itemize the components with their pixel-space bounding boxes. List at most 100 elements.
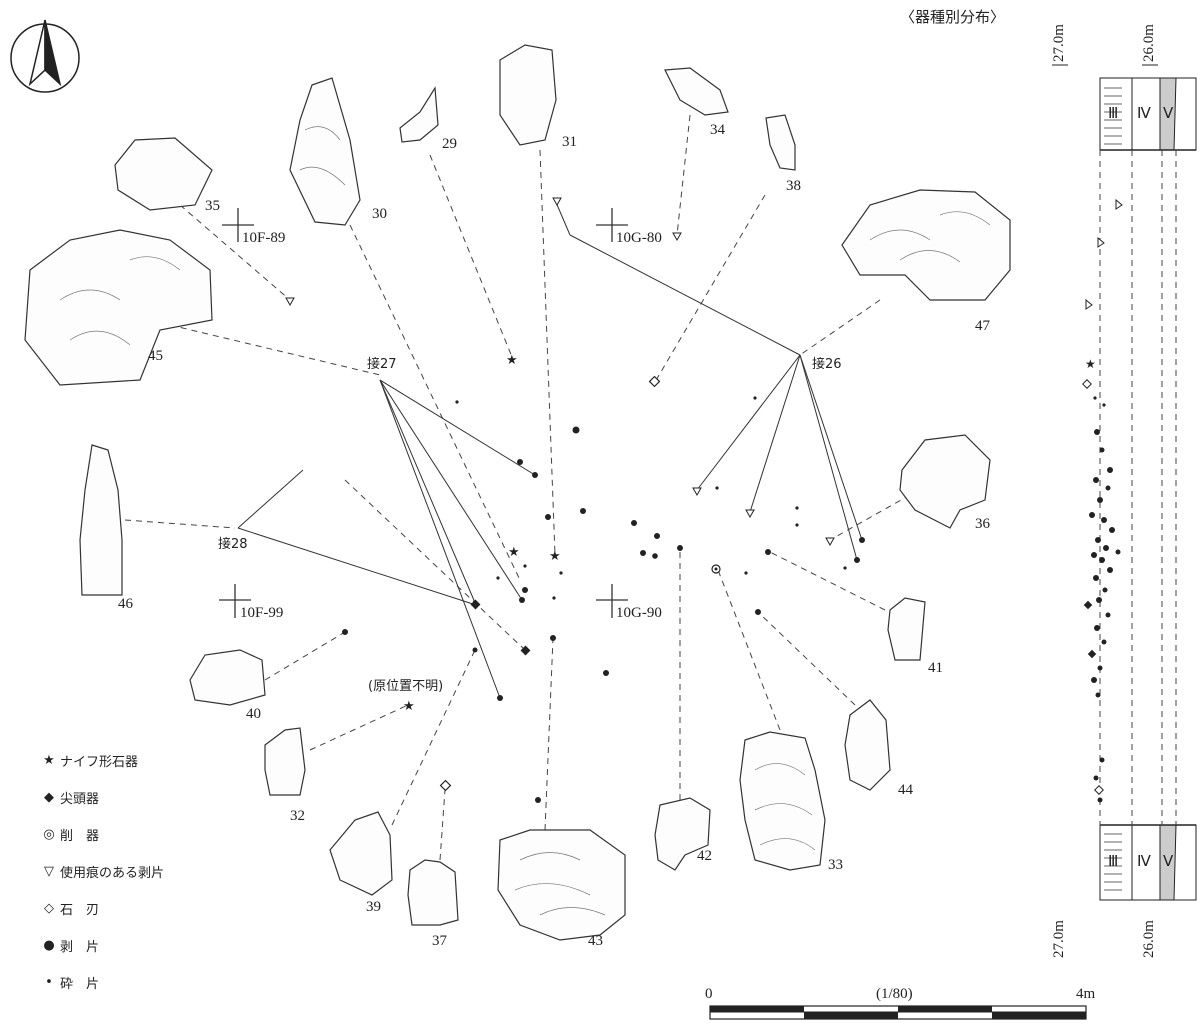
artifact-label: 36	[975, 516, 991, 532]
grid-label: 10G-80	[616, 230, 662, 246]
legend-item: ◆ 尖頭器	[38, 779, 258, 816]
refit-lines	[237, 199, 863, 699]
legend-label: 剥 片	[60, 940, 100, 955]
artifact-label: 45	[148, 348, 163, 364]
used-flake-symbol	[692, 487, 702, 497]
refit-label: 接26	[812, 356, 842, 372]
artifact-39-drawing	[329, 811, 393, 896]
artifact-label: 30	[372, 206, 387, 222]
artifact-label: 40	[246, 706, 261, 722]
legend: ★ ナイフ形石器 ◆ 尖頭器 ◎ 削 器 ▽ 使用痕のある剥片 ◇ 石 刃 ● …	[38, 742, 258, 1001]
knife-symbol: ★	[549, 548, 561, 563]
artifact-label: 35	[205, 198, 220, 214]
artifact-31-drawing	[499, 44, 557, 146]
distribution-symbols: ★ ★ ★ ★	[285, 197, 865, 803]
used-flake-symbol	[552, 197, 562, 207]
legend-label: 石 刃	[60, 903, 100, 918]
section-elevation: 27.0m	[1051, 920, 1067, 958]
section-profile: 27.0m 26.0m 27.0m 26.0m	[1051, 24, 1197, 958]
stone-hatching	[59, 126, 991, 916]
artifact-40-drawing	[189, 649, 266, 706]
artifact-label: 44	[898, 782, 914, 798]
small-dot-icon: •	[45, 975, 53, 990]
scale-left: 0	[705, 986, 713, 1002]
star-icon: ★	[43, 753, 55, 768]
artifact-37-drawing	[407, 859, 459, 926]
artifact-44-drawing	[844, 699, 891, 791]
artifact-45-drawing	[24, 229, 213, 386]
artifact-label: 46	[118, 596, 134, 612]
artifact-labels: 29 30 31 34 35 38 45 47 36 46 41 40 44 3…	[118, 122, 991, 949]
blade-symbol	[439, 779, 452, 792]
used-flake-symbol	[825, 537, 835, 547]
chip-symbols	[455, 396, 847, 600]
svg-text:Ⅲ: Ⅲ	[1108, 106, 1118, 122]
artifact-label: 33	[828, 857, 843, 873]
open-diamond-icon: ◇	[44, 901, 54, 916]
artifact-33-drawing	[739, 731, 826, 871]
refit-label: 接27	[367, 356, 397, 372]
artifact-42-drawing	[654, 797, 711, 871]
filled-circle-icon: ●	[43, 938, 55, 953]
artifact-label: 38	[786, 178, 801, 194]
svg-text:Ⅳ: Ⅳ	[1137, 106, 1151, 122]
knife-symbol: ★	[403, 698, 415, 713]
legend-item: ◎ 削 器	[38, 816, 258, 853]
grid-label: 10F-99	[240, 605, 283, 621]
grid-crosses	[219, 208, 628, 618]
legend-label: 使用痕のある剥片	[60, 866, 165, 881]
scale-right: 4m	[1076, 986, 1096, 1002]
svg-text:Ⅲ: Ⅲ	[1108, 854, 1118, 870]
artifact-41-drawing	[887, 597, 926, 661]
north-arrow-icon	[10, 19, 80, 93]
section-elevation: 26.0m	[1141, 920, 1157, 958]
artifact-label: 31	[562, 134, 577, 150]
used-flake-symbol	[745, 509, 755, 519]
artifact-38-drawing	[765, 114, 796, 171]
knife-symbol: ★	[508, 544, 520, 559]
legend-item: ★ ナイフ形石器	[38, 742, 258, 779]
map-title: 〈器種別分布〉	[900, 8, 1006, 26]
point-symbol	[520, 645, 531, 656]
legend-label: 削 器	[60, 829, 100, 844]
legend-item: ▽ 使用痕のある剥片	[38, 853, 258, 890]
point-symbol	[470, 599, 481, 610]
svg-text:Ⅴ: Ⅴ	[1163, 106, 1174, 122]
unknown-position-note: (原位置不明)	[368, 679, 443, 694]
svg-text:Ⅳ: Ⅳ	[1137, 854, 1151, 870]
scale-bar	[709, 1005, 1087, 1020]
artifact-label: 42	[697, 848, 712, 864]
artifact-label: 41	[928, 660, 943, 676]
artifact-label: 37	[432, 933, 448, 949]
bullseye-icon: ◎	[43, 827, 55, 842]
artifact-label: 34	[710, 122, 726, 138]
knife-symbol: ★	[506, 352, 518, 367]
legend-item: ● 剥 片	[38, 927, 258, 964]
artifact-label: 47	[975, 318, 991, 334]
used-flake-symbol	[672, 232, 682, 242]
flake-symbols	[342, 426, 865, 803]
artifact-47-drawing	[841, 189, 1011, 301]
legend-label: ナイフ形石器	[60, 755, 139, 770]
grid-label: 10F-89	[242, 230, 285, 246]
section-elevation: 26.0m	[1141, 24, 1157, 62]
artifact-label: 43	[588, 933, 603, 949]
svg-text:★: ★	[1085, 357, 1096, 371]
artifact-46-drawing	[79, 444, 123, 596]
section-elevation: 27.0m	[1051, 24, 1067, 62]
grid-label: 10G-90	[616, 605, 662, 621]
blade-symbol	[648, 375, 661, 388]
legend-item: ◇ 石 刃	[38, 890, 258, 927]
used-flake-symbol	[285, 297, 295, 307]
artifact-34-drawing	[664, 67, 729, 116]
legend-label: 砕 片	[60, 977, 100, 992]
triangle-down-icon: ▽	[44, 864, 54, 879]
leader-lines	[124, 114, 911, 861]
scale-ratio: (1/80)	[876, 986, 913, 1002]
artifact-label: 29	[442, 136, 457, 152]
refit-label: 接28	[218, 536, 248, 552]
legend-item: • 砕 片	[38, 964, 258, 1001]
filled-diamond-icon: ◆	[44, 790, 54, 805]
